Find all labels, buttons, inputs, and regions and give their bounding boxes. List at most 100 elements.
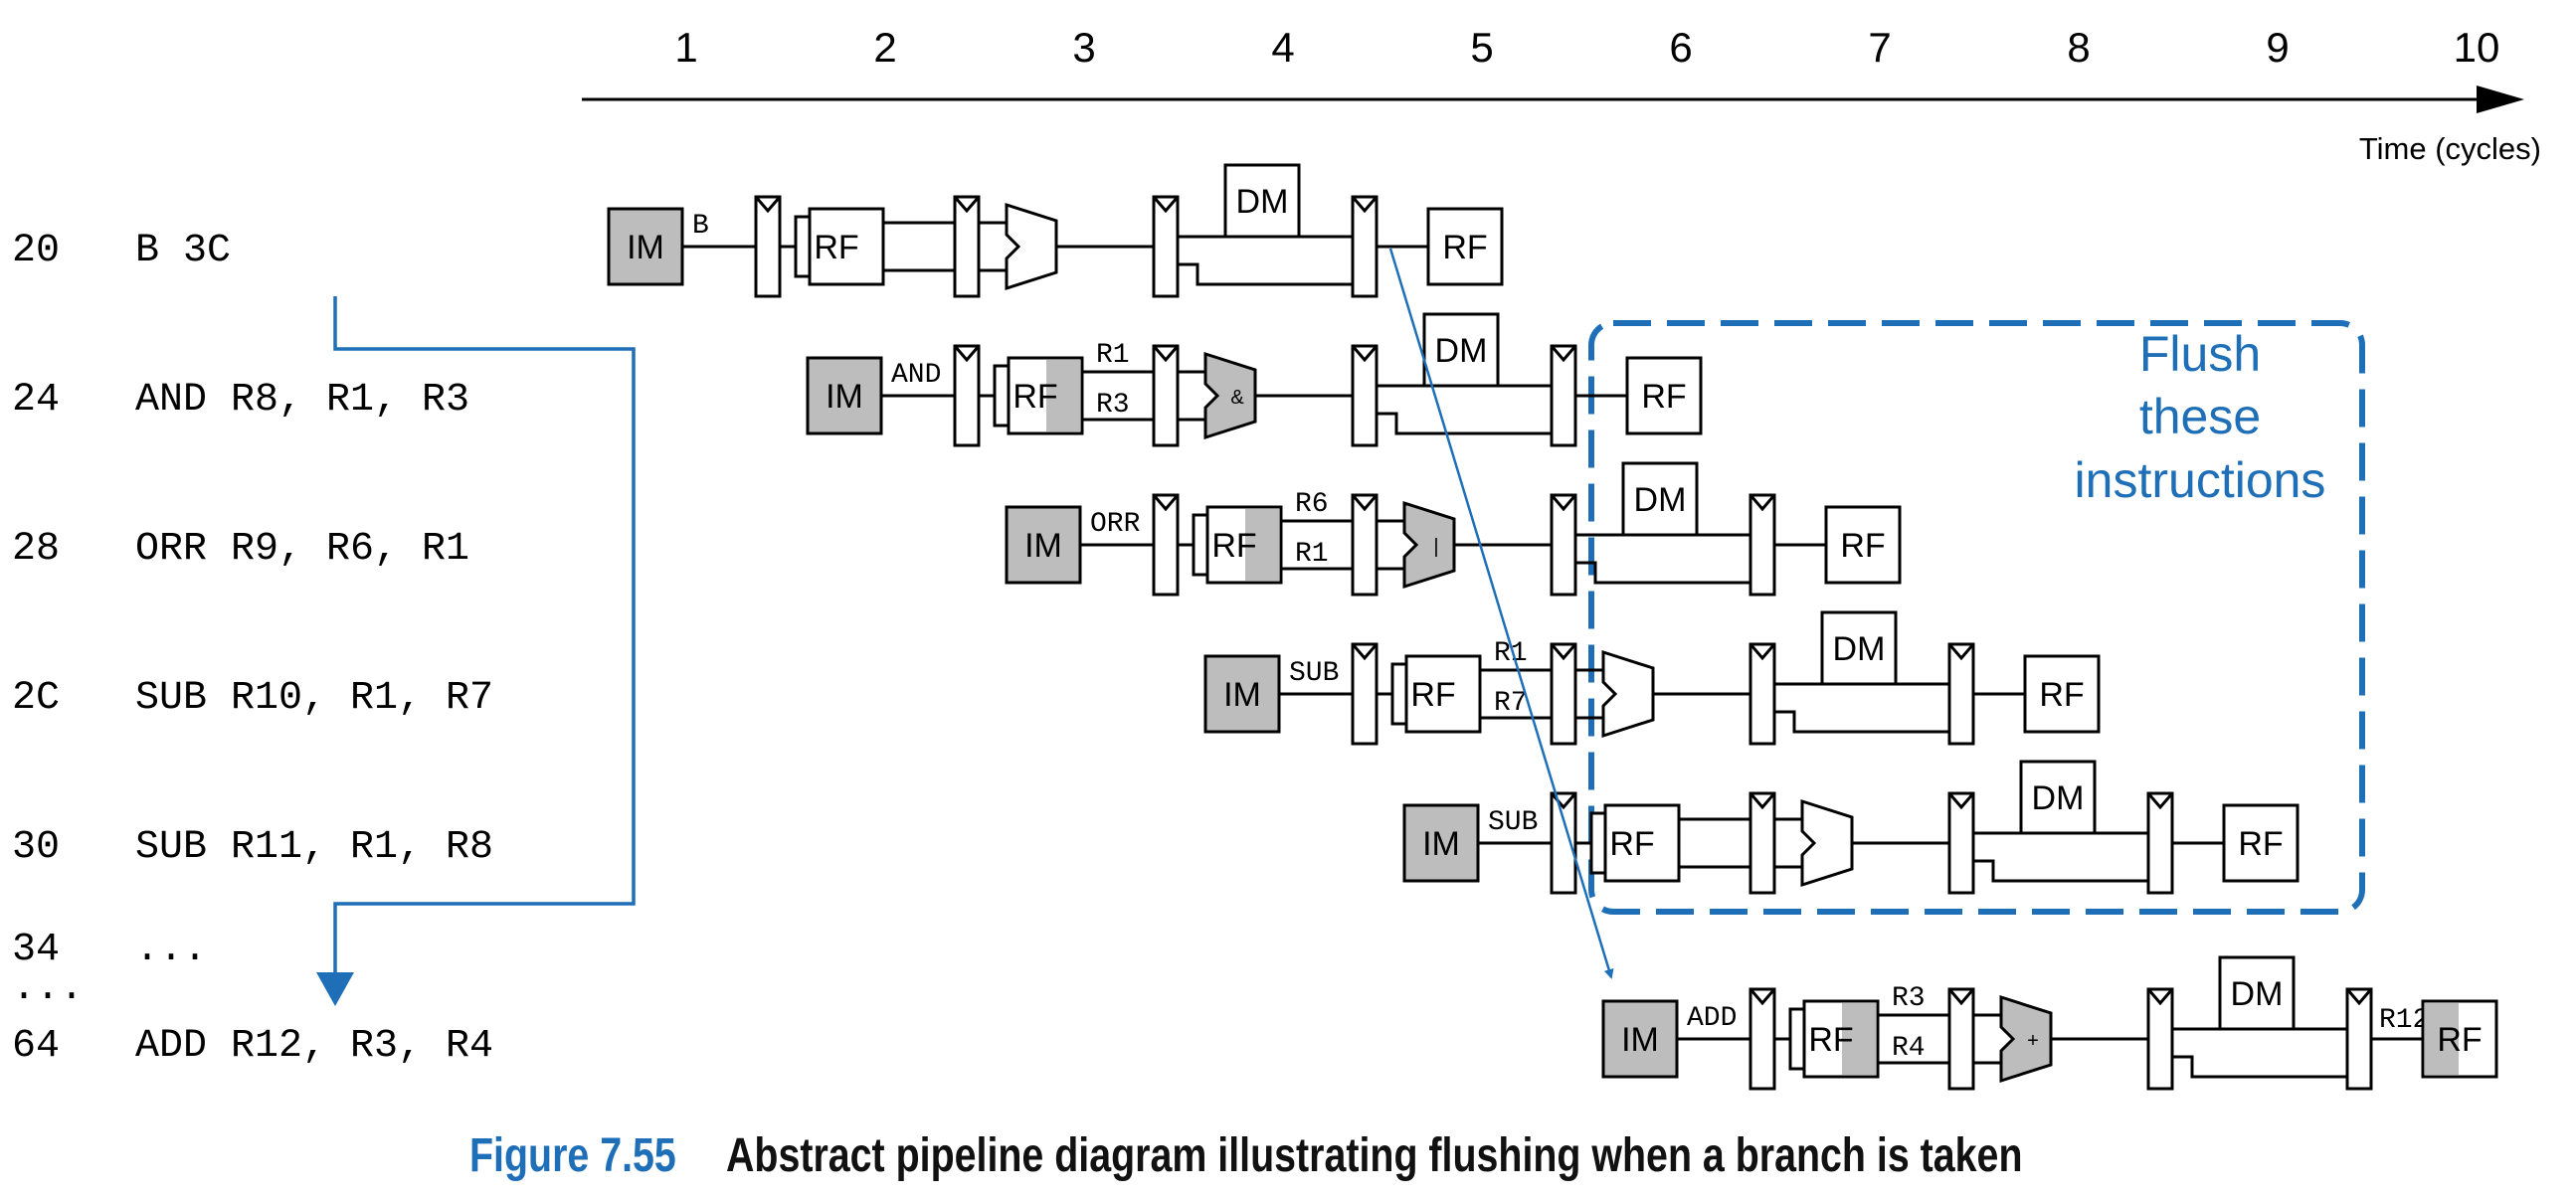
figure-number: Figure 7.55 [469,1129,676,1182]
instruction-address: 28 [12,527,60,572]
source-register-2: R3 [1096,390,1130,421]
instruction-text: ADD R12, R3, R4 [135,1024,493,1069]
instruction-memory-label: IM [1223,676,1261,714]
instruction-address: 20 [12,229,60,273]
data-memory [1223,163,1301,239]
instruction-row: 24 AND R8, R1, R3 [12,378,469,423]
register-file-read [1603,803,1681,883]
register-file-read [1404,654,1482,734]
source-register-1: R6 [1295,489,1329,520]
pipeline-register [1947,987,1975,1091]
alu [1601,649,1655,739]
source-register-2: R7 [1494,688,1528,719]
register-file-write [2023,654,2101,734]
instruction-row: 34... [12,928,207,972]
data-memory [2019,760,2097,835]
data-memory [1621,461,1699,537]
pipeline-register [1351,642,1379,746]
instruction-text: SUB R11, R1, R8 [135,825,493,870]
pipeline-register [953,195,981,298]
data-memory-label: DM [1435,332,1488,370]
pipeline-register [1947,791,1975,895]
instruction-memory-label: IM [1024,527,1062,565]
instruction-row: 2C SUB R10, R1, R7 [12,676,493,721]
register-file-write [1625,356,1703,435]
destination-register: R12 [2379,1005,2429,1036]
register-file-read-label: RF [814,229,858,266]
pipeline-register [1351,195,1379,298]
instruction-text: SUB R10, R1, R7 [135,676,493,721]
register-file-write [2222,803,2300,883]
cycle-label: 4 [1271,24,1294,71]
pipeline-register [1748,987,1776,1091]
instruction-text: AND R8, R1, R3 [135,378,469,423]
flush-label-line2: these [2139,389,2261,444]
data-memory-label: DM [2032,779,2085,817]
opcode-label: ADD [1687,1003,1737,1034]
instruction-text: B 3C [135,229,231,273]
opcode-label: B [692,211,709,242]
opcode-label: SUB [1488,807,1538,838]
flush-label-line3: instructions [2075,452,2326,508]
instruction-text: ... [135,928,207,972]
instruction-address: 24 [12,378,60,423]
register-file-read-label: RF [1410,676,1455,714]
instruction-address: 64 [12,1024,60,1069]
register-file-write-label: RF [1641,378,1686,416]
instruction-row: 64 ADD R12, R3, R4 [12,1024,493,1069]
cycle-label: 3 [1072,24,1095,71]
instruction-address: 30 [12,825,60,870]
instruction-row: ... [12,966,84,1011]
instruction-address: 34 [12,928,60,972]
pipeline-register [1748,791,1776,895]
instruction-address: ... [12,966,84,1011]
register-file-write [1426,207,1504,286]
alu [1402,500,1456,590]
cycle-label: 9 [2266,24,2289,71]
pipeline-register [1748,493,1776,597]
source-register-2: R4 [1892,1033,1926,1064]
data-memory [1422,312,1500,388]
instruction-address: 2C [12,676,60,721]
register-file-write-label: RF [2437,1021,2482,1059]
alu [1800,798,1854,888]
cycle-label: 6 [1669,24,1692,71]
opcode-label: ORR [1090,509,1141,540]
opcode-label: SUB [1289,658,1339,689]
register-file-read-label: RF [1808,1021,1853,1059]
instruction-row: 20 B 3C [12,229,231,273]
branch-target-arrow [316,296,636,1006]
data-memory [1820,610,1898,686]
opcode-label: AND [891,360,941,391]
time-axis: Time (cycles) [582,86,2541,166]
instruction-memory [1402,803,1480,883]
data-memory-label: DM [1833,630,1886,668]
register-file-write-label: RF [1442,229,1487,266]
source-register-1: R3 [1892,983,1926,1014]
register-file-read [808,207,885,286]
pipeline-register [1550,642,1577,746]
pipeline-register [2146,987,2174,1091]
time-axis-label: Time (cycles) [2359,131,2541,166]
cycle-label: 7 [1868,24,1891,71]
pipeline-register [1351,344,1379,447]
pipeline-register [1748,642,1776,746]
instruction-memory-label: IM [826,378,863,416]
branch-arrowhead [316,972,354,1006]
register-file-read-label: RF [1211,527,1256,565]
flush-label-line1: Flush [2139,326,2261,382]
register-file-write-label: RF [2238,825,2283,863]
alu-operation-symbol: + [2027,1030,2039,1052]
data-memory-label: DM [1634,481,1687,519]
data-memory-label: DM [2231,975,2284,1013]
source-register-1: R1 [1096,340,1130,371]
data-memory [2218,955,2296,1031]
instruction-memory [607,207,684,286]
figure-caption-text: Abstract pipeline diagram illustrating f… [726,1129,2023,1182]
